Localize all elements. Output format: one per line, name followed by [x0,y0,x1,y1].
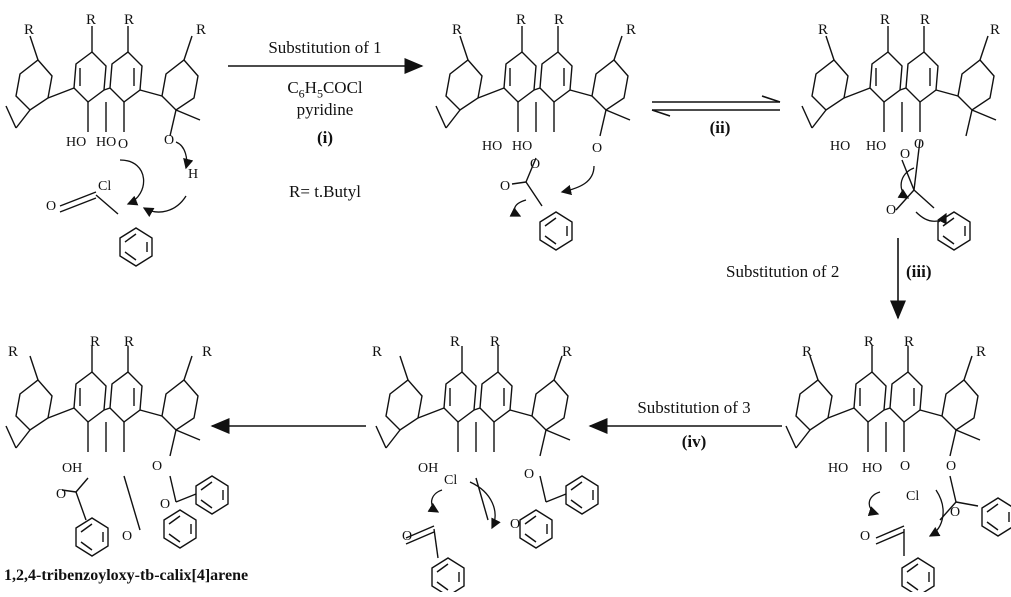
r-group: R [124,334,134,350]
r-group: R [372,344,382,360]
oxygen-label: O [900,147,910,162]
oxygen-label: O [946,459,956,474]
r-group: R [976,344,986,360]
r-group: R [516,12,526,28]
calixarene-starting-material [5,25,201,267]
oxygen-label: O [160,497,170,512]
oxygen-label: O [592,141,602,156]
r-group: R [802,344,812,360]
oxygen-label: O [122,529,132,544]
oxygen-label: O [914,137,924,152]
r-group: R [920,12,930,28]
oxygen-label: O [530,157,540,172]
hydroxyl-label: HO [862,461,882,476]
r-group: R [90,334,100,350]
r-group: R [452,22,462,38]
hydroxyl-label: HO [96,135,116,150]
step4-number: (iv) [681,432,707,451]
calixarene-tribenzoyl-intermediate [375,345,599,597]
step1-number: (i) [316,128,334,147]
oxygen-label: O [402,529,412,544]
step1-reagent: C6H5COCl [287,78,363,101]
hydroxyl-label: OH [62,461,82,476]
oxygen-label: O [510,517,520,532]
mechanism-arrows [119,141,947,537]
hydroxyl-label: HO [830,139,850,154]
r-group: R [124,12,134,28]
calixarene-tetrahedral-intermediate [801,25,997,251]
r-group: R [8,344,18,360]
oxygen-label: O [950,505,960,520]
r-group: R [626,22,636,38]
r-group: R [196,22,206,38]
r-group: R [554,12,564,28]
step3-number: (iii) [906,262,932,281]
r-group: R [86,12,96,28]
hydrogen-label: H [188,167,198,182]
product-name: 1,2,4-tribenzoyloxy-tb-calix[4]arene [4,567,249,584]
chlorine-label: Cl [98,179,111,194]
atom-labels: R R R R HO HO O O H Cl O R R R R HO HO O… [8,12,1000,544]
calixarene-monobenzoyl-intermediate [435,25,631,251]
oxygen-label: O [152,459,162,474]
r-group: R [490,334,500,350]
r-group: R [202,344,212,360]
step1-title: Substitution of 1 [268,38,382,57]
r-group: R [24,22,34,38]
r-group: R [904,334,914,350]
hydroxyl-label: HO [66,135,86,150]
chlorine-label: Cl [444,473,457,488]
calixarene-dibenzoyl-intermediate [785,345,1011,597]
hydroxyl-label: HO [828,461,848,476]
oxygen-label: O [900,459,910,474]
step4-title: Substitution of 3 [637,398,751,417]
r-group: R [880,12,890,28]
oxygen-label: O [860,529,870,544]
oxygen-label: O [46,199,56,214]
chlorine-label: Cl [906,489,919,504]
oxygen-label: O [886,203,896,218]
hydroxyl-label: HO [482,139,502,154]
r-group: R [450,334,460,350]
oxygen-label: O [56,487,66,502]
hydroxyl-label: HO [512,139,532,154]
r-group: R [818,22,828,38]
hydroxyl-label: HO [866,139,886,154]
r-group: R [864,334,874,350]
r-group: R [990,22,1000,38]
r-group: R [562,344,572,360]
tribenzoyloxy-calixarene-product [5,345,229,557]
reaction-arrows [210,58,906,434]
oxygen-label: O [164,133,174,148]
step1-base: pyridine [296,100,354,119]
hydroxyl-label: OH [418,461,438,476]
step2-number: (ii) [709,118,731,137]
r-group-definition: R= t.Butyl [289,182,361,201]
step3-title: Substitution of 2 [726,262,840,281]
oxygen-label: O [118,137,128,152]
oxygen-label: O [500,179,510,194]
oxygen-label: O [524,467,534,482]
